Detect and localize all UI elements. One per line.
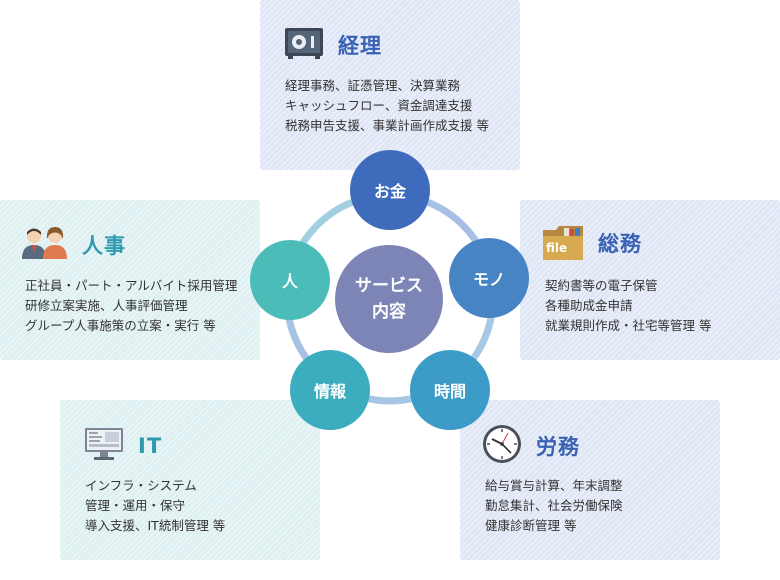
it-title: IT bbox=[138, 434, 163, 458]
file-folder-icon: file bbox=[542, 224, 584, 262]
it-box: IT インフラ・システム 管理・運用・保守 導入支援、IT統制管理 等 bbox=[60, 400, 320, 560]
center-line-1: サービス bbox=[355, 276, 423, 296]
keiri-title: 経理 bbox=[338, 34, 382, 58]
roumu-title: 労務 bbox=[536, 435, 580, 459]
people-icon bbox=[22, 227, 68, 263]
jinji-description: 正社員・パート・アルバイト採用管理 研修立案実施、人事評価管理 グループ人事施策… bbox=[25, 278, 238, 333]
safe-icon bbox=[284, 26, 324, 64]
it-description: インフラ・システム 管理・運用・保守 導入支援、IT統制管理 等 bbox=[85, 478, 226, 533]
node-mono: モノ bbox=[449, 238, 529, 318]
node-jikan: 時間 bbox=[410, 350, 490, 430]
center-service-content: サービス 内容 bbox=[335, 245, 443, 353]
node-hito: 人 bbox=[250, 240, 330, 320]
jinji-title: 人事 bbox=[82, 234, 126, 258]
roumu-description: 給与賞与計算、年末調整 勤怠集計、社会労働保険 健康診断管理 等 bbox=[485, 478, 623, 533]
center-line-2: 内容 bbox=[372, 302, 406, 322]
keiri-box: 経理 経理事務、証憑管理、決算業務 キャッシュフロー、資金調達支援 税務申告支援… bbox=[260, 0, 520, 170]
node-jouhou: 情報 bbox=[290, 350, 370, 430]
soumu-title: 総務 bbox=[598, 232, 642, 256]
clock-icon bbox=[482, 424, 522, 468]
roumu-box: 労務 給与賞与計算、年末調整 勤怠集計、社会労働保険 健康診断管理 等 bbox=[460, 400, 720, 560]
soumu-description: 契約書等の電子保管 各種助成金申請 就業規則作成・社宅等管理 等 bbox=[545, 278, 712, 333]
monitor-icon bbox=[84, 427, 124, 465]
file-label: file bbox=[546, 241, 568, 255]
node-okane: お金 bbox=[350, 150, 430, 230]
jinji-box: 人事 正社員・パート・アルバイト採用管理 研修立案実施、人事評価管理 グループ人… bbox=[0, 200, 260, 360]
keiri-description: 経理事務、証憑管理、決算業務 キャッシュフロー、資金調達支援 税務申告支援、事業… bbox=[285, 78, 489, 133]
soumu-box: file 総務 契約書等の電子保管 各種助成金申請 就業規則作成・社宅等管理 等 bbox=[520, 200, 780, 360]
